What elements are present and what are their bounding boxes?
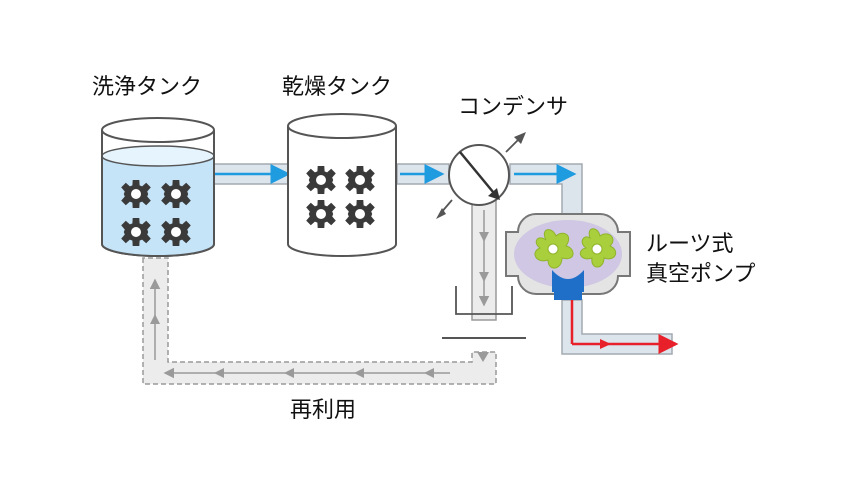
gear-icon	[121, 218, 151, 246]
gear-icon	[345, 200, 375, 228]
dry-tank-label: 乾燥タンク	[282, 75, 393, 100]
condenser-label: コンデンサ	[458, 95, 569, 120]
wash-tank-label: 洗浄タンク	[92, 75, 203, 100]
gear-icon	[121, 180, 151, 208]
pump-label-line1: ルーツ式	[646, 232, 734, 257]
reuse-label: 再利用	[290, 398, 357, 423]
return-arrowhead	[150, 314, 160, 324]
roots-rotor-icon	[534, 228, 617, 269]
gear-icon	[306, 166, 336, 194]
wash-tank	[101, 117, 215, 257]
reuse-return-pipe	[142, 257, 497, 385]
roots-pump	[505, 213, 631, 300]
dry-tank	[287, 113, 397, 257]
exhaust-pipe	[561, 299, 679, 355]
return-arrowhead	[424, 368, 434, 378]
gear-icon	[306, 200, 336, 228]
return-arrowhead	[354, 368, 364, 378]
gear-icon	[345, 166, 375, 194]
return-arrowhead	[284, 368, 294, 378]
gear-icon	[161, 218, 191, 246]
condenser-icon	[436, 132, 526, 219]
return-arrowhead	[477, 352, 489, 362]
pump-label-line2: 真空ポンプ	[646, 262, 756, 287]
return-arrowhead	[214, 368, 224, 378]
gear-icon	[161, 180, 191, 208]
